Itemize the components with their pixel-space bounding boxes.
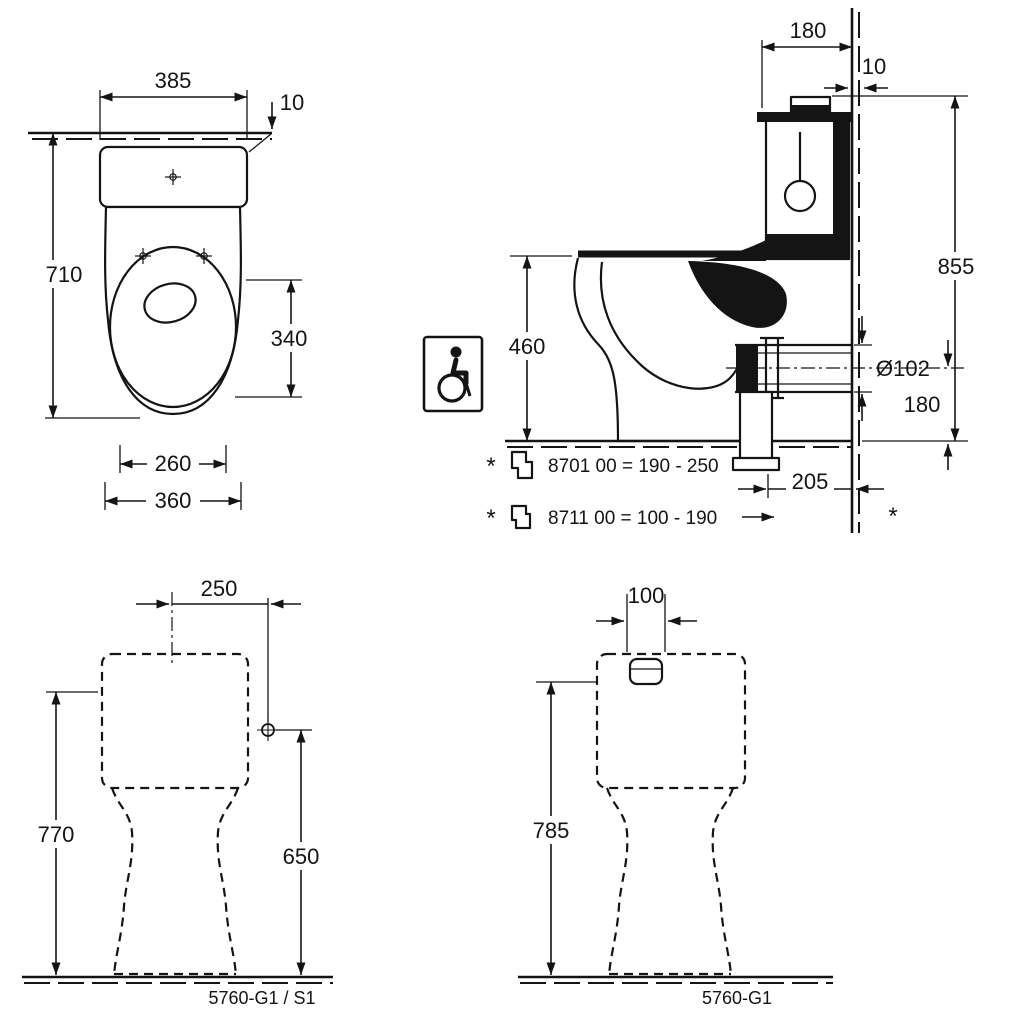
trap-opening [143, 282, 197, 324]
dim-360-label: 360 [155, 488, 192, 513]
dim-205-label: 205 [792, 469, 829, 494]
outlet-pipe [735, 336, 851, 400]
dim-710-label: 710 [46, 262, 83, 287]
pipe-bend-icon [510, 450, 534, 480]
dim-785-label: 785 [533, 818, 570, 843]
dim-855-label: 855 [938, 254, 975, 279]
inlet-detail [628, 657, 664, 686]
pipe-bend-icon [510, 504, 532, 530]
dim-supply-250: 250 [136, 576, 301, 609]
flush-valve [783, 179, 817, 213]
product-code-front: 5760-G1 / S1 [208, 988, 315, 1008]
seat-ring [108, 245, 238, 409]
dim-inner-260: 260 [119, 445, 227, 476]
dim-cistern-180: 180 [761, 18, 852, 108]
wheelchair-icon [422, 335, 484, 413]
dim-depth-710: 710 [40, 133, 140, 419]
fixing-point-markers [135, 169, 212, 264]
dim-10-label: 10 [862, 54, 886, 79]
dim-180-top-label: 180 [790, 18, 827, 43]
rear-view: 100 785 5760-G1 [518, 583, 833, 1008]
dim-height-785: 785 [526, 681, 596, 975]
dim-460-label: 460 [509, 334, 546, 359]
connection-note-2: * 8711 00 = 100 - 190 [486, 504, 774, 532]
asterisk-wall: * [888, 503, 897, 530]
trap-section [688, 261, 787, 328]
product-code-rear: 5760-G1 [702, 988, 772, 1008]
dim-260-label: 260 [155, 451, 192, 476]
dim-height-855: 855 [832, 95, 982, 442]
dim-340-label: 340 [271, 326, 308, 351]
dim-dia-label: Ø102 [876, 356, 930, 381]
dim-outer-360: 360 [104, 482, 242, 513]
dim-385-label: 385 [155, 68, 192, 93]
dim-100-label: 100 [628, 583, 665, 608]
dim-180-outlet-label: 180 [904, 392, 941, 417]
rear-outline [595, 652, 747, 976]
outlet-spigot [731, 390, 781, 472]
front-outline [100, 652, 250, 976]
front-view: 250 770 650 57 [22, 576, 333, 1008]
dim-770-label: 770 [38, 822, 75, 847]
dim-outlet-205: 205 * [738, 469, 898, 530]
dim-gap-10: 10 [248, 90, 304, 153]
dim-supply-height-650: 650 [276, 729, 326, 975]
dim-inlet-100: 100 [596, 583, 697, 652]
asterisk-1: * [486, 453, 495, 480]
top-view: 385 10 710 340 260 [28, 68, 315, 513]
connection-note-1: * 8701 00 = 190 - 250 [486, 450, 719, 480]
note-2-text: 8711 00 = 100 - 190 [548, 508, 717, 529]
dim-seat-340: 340 [235, 279, 315, 398]
dim-width-385: 385 [99, 68, 248, 140]
dim-250-label: 250 [201, 576, 238, 601]
cistern-lid [757, 112, 851, 122]
cistern-section [702, 95, 851, 261]
side-view: 180 10 855 460 Ø102 [422, 8, 982, 533]
dim-tile-10: 10 [824, 54, 888, 93]
dim-height-770: 770 [31, 691, 98, 975]
dim-outlet-dia: Ø102 [854, 316, 930, 421]
supply-point-marker [257, 719, 279, 741]
note-1-text: 8701 00 = 190 - 250 [548, 456, 719, 477]
asterisk-2: * [486, 505, 495, 532]
dim-rim-460: 460 [502, 255, 572, 441]
dim-10-label: 10 [280, 90, 304, 115]
dim-outlet-180: 180 [904, 340, 953, 470]
dim-650-label: 650 [283, 844, 320, 869]
